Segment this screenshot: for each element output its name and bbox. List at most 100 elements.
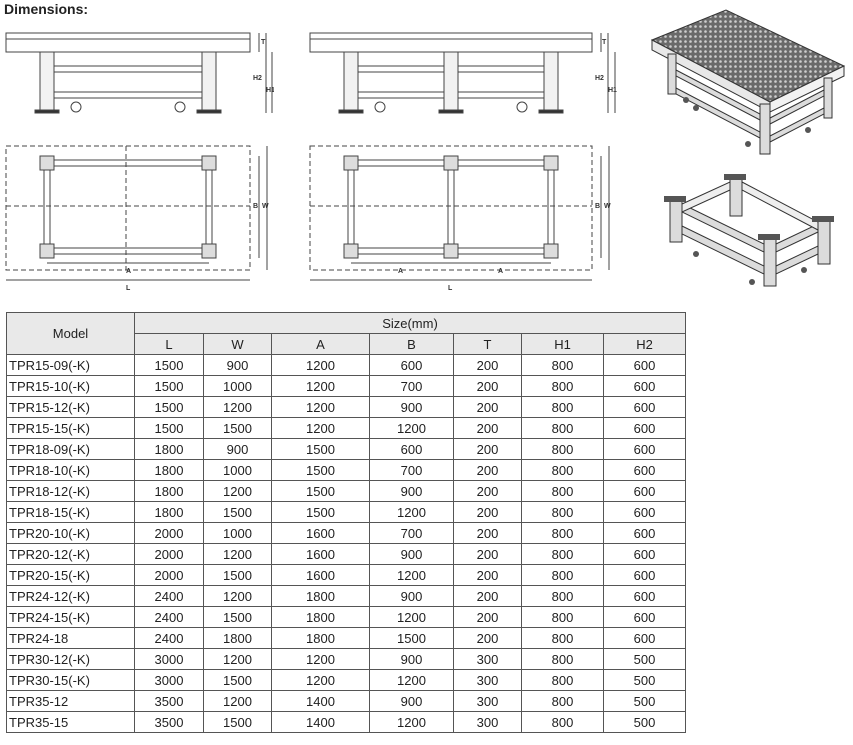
size-cell-h1: 800 — [521, 501, 604, 523]
size-cell-a: 1800 — [271, 606, 370, 628]
size-cell-w: 1500 — [203, 711, 272, 733]
size-cell-t: 200 — [453, 417, 522, 439]
column-header-t: T — [453, 333, 522, 355]
model-cell: TPR35-15 — [6, 711, 135, 733]
size-cell-t: 200 — [453, 375, 522, 397]
size-cell-h2: 500 — [603, 648, 686, 670]
size-cell-b: 1500 — [369, 627, 454, 649]
size-cell-l: 1500 — [134, 396, 204, 418]
size-cell-l: 2400 — [134, 606, 204, 628]
size-cell-b: 900 — [369, 690, 454, 712]
model-cell: TPR20-10(-K) — [6, 522, 135, 544]
size-cell-w: 1200 — [203, 690, 272, 712]
model-cell: TPR15-12(-K) — [6, 396, 135, 418]
model-column-header: Model — [6, 312, 135, 355]
dim-label-t: T — [261, 39, 266, 46]
dim-label-w-2: W — [604, 203, 611, 210]
size-cell-b: 600 — [369, 438, 454, 460]
size-cell-a: 1500 — [271, 501, 370, 523]
size-cell-b: 1200 — [369, 669, 454, 691]
model-cell: TPR20-15(-K) — [6, 564, 135, 586]
column-header-w: W — [203, 333, 272, 355]
size-cell-l: 3000 — [134, 648, 204, 670]
model-cell: TPR18-15(-K) — [6, 501, 135, 523]
size-cell-a: 1400 — [271, 711, 370, 733]
size-cell-b: 700 — [369, 459, 454, 481]
size-cell-l: 2400 — [134, 585, 204, 607]
size-cell-h1: 800 — [521, 480, 604, 502]
size-cell-h2: 500 — [603, 669, 686, 691]
size-cell-a: 1200 — [271, 669, 370, 691]
model-cell: TPR24-15(-K) — [6, 606, 135, 628]
dim-label-h2: H2 — [253, 75, 262, 82]
section-heading: Dimensions: — [4, 1, 89, 17]
size-cell-h2: 500 — [603, 690, 686, 712]
size-cell-l: 1800 — [134, 459, 204, 481]
column-header-a: A — [271, 333, 370, 355]
size-cell-a: 1200 — [271, 396, 370, 418]
size-cell-t: 200 — [453, 564, 522, 586]
size-cell-a: 1600 — [271, 522, 370, 544]
size-cell-t: 200 — [453, 501, 522, 523]
size-cell-h1: 800 — [521, 627, 604, 649]
size-cell-w: 900 — [203, 354, 272, 376]
size-cell-w: 1000 — [203, 375, 272, 397]
dim-label-h1-2: H1 — [608, 87, 617, 94]
dim-label-a-left: A — [398, 268, 403, 275]
size-cell-b: 1200 — [369, 564, 454, 586]
size-cell-a: 1600 — [271, 543, 370, 565]
size-cell-l: 2000 — [134, 522, 204, 544]
size-cell-h1: 800 — [521, 459, 604, 481]
size-cell-h2: 600 — [603, 564, 686, 586]
size-cell-l: 3000 — [134, 669, 204, 691]
size-cell-w: 1200 — [203, 585, 272, 607]
size-cell-l: 3500 — [134, 690, 204, 712]
size-cell-w: 1000 — [203, 459, 272, 481]
size-cell-t: 200 — [453, 585, 522, 607]
isometric-table-drawing — [650, 9, 846, 155]
model-cell: TPR15-10(-K) — [6, 375, 135, 397]
size-cell-t: 200 — [453, 543, 522, 565]
size-cell-t: 300 — [453, 711, 522, 733]
model-cell: TPR18-10(-K) — [6, 459, 135, 481]
size-cell-h2: 600 — [603, 606, 686, 628]
size-cell-b: 900 — [369, 648, 454, 670]
size-cell-w: 1200 — [203, 648, 272, 670]
model-cell: TPR24-18 — [6, 627, 135, 649]
size-cell-t: 200 — [453, 354, 522, 376]
size-cell-b: 1200 — [369, 711, 454, 733]
dim-label-t-2: T — [602, 39, 607, 46]
size-cell-t: 300 — [453, 648, 522, 670]
size-cell-t: 200 — [453, 522, 522, 544]
front-elevation-drawing-2leg: T H2 H1 — [5, 32, 274, 114]
column-header-b: B — [369, 333, 454, 355]
isometric-frame-drawing — [664, 174, 834, 287]
dim-label-h1: H1 — [266, 87, 274, 94]
size-cell-h2: 600 — [603, 396, 686, 418]
size-cell-h1: 800 — [521, 543, 604, 565]
size-cell-a: 1800 — [271, 585, 370, 607]
size-cell-w: 1200 — [203, 396, 272, 418]
size-cell-b: 900 — [369, 396, 454, 418]
size-cell-h2: 600 — [603, 627, 686, 649]
size-cell-h2: 600 — [603, 417, 686, 439]
size-cell-h2: 600 — [603, 459, 686, 481]
size-cell-h1: 800 — [521, 354, 604, 376]
size-cell-h2: 600 — [603, 501, 686, 523]
size-cell-h1: 800 — [521, 669, 604, 691]
size-cell-h1: 800 — [521, 564, 604, 586]
size-cell-t: 200 — [453, 459, 522, 481]
size-cell-t: 200 — [453, 396, 522, 418]
model-cell: TPR15-15(-K) — [6, 417, 135, 439]
